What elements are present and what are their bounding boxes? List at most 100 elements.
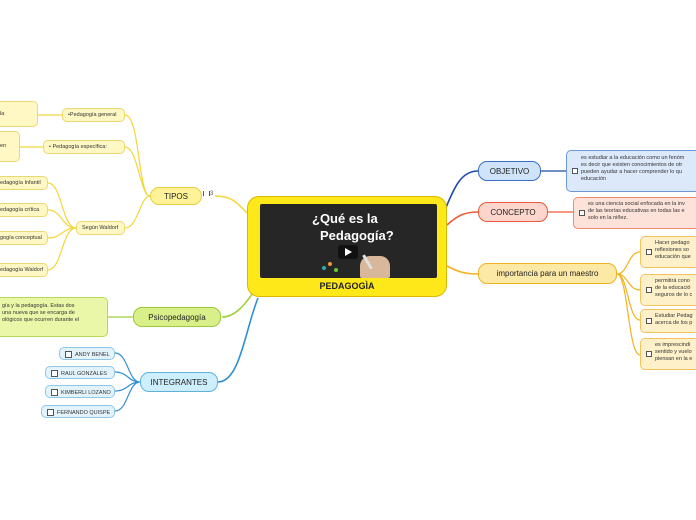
link-central-concepto: [446, 211, 479, 226]
psicopedagogia-text-line: una nueva que se encarga de: [2, 310, 75, 316]
checkbox-icon[interactable]: [47, 409, 54, 416]
concepto-text[interactable]: es una ciencia social enfocada en la inv…: [573, 197, 696, 229]
tipos-collapse-badge[interactable]: 3: [203, 191, 213, 197]
importancia-item-line: sentido y vuelo: [655, 349, 692, 355]
importancia-item-line: seguros de lo c: [655, 292, 693, 298]
concepto-text-line: solo en la niñez.: [588, 215, 628, 221]
waldorf-item-label: edagogía crítica: [0, 207, 40, 213]
objetivo-text-line: pueden ayudar a hacer comprender lo qu: [581, 169, 682, 175]
checkbox-icon[interactable]: [646, 249, 652, 255]
tipos-node[interactable]: TIPOS: [150, 187, 202, 205]
video-thumbnail[interactable]: ¿Qué es la Pedagogía?: [260, 204, 437, 278]
waldorf-item[interactable]: edagogía Infantil: [0, 176, 48, 190]
member-name: ANDY BENEL: [75, 351, 110, 358]
pedagogia-general-node[interactable]: •Pedagogía general: [62, 108, 125, 122]
checkbox-icon[interactable]: [579, 210, 585, 216]
concepto-text-line: es una ciencia social enfocada en la inv: [588, 201, 685, 207]
waldorf-item[interactable]: edagogía crítica: [0, 203, 48, 217]
importancia-item[interactable]: Estudiar Pedag acerca de los p: [640, 309, 696, 333]
objetivo-text-line: es estudiar a la educación como un fenóm: [581, 155, 685, 161]
checkbox-icon[interactable]: [646, 287, 652, 293]
objetivo-text[interactable]: es estudiar a la educación como un fenóm…: [566, 150, 696, 192]
importancia-item-line: educación que: [655, 254, 691, 260]
member-item[interactable]: RAUL GONZALES: [45, 366, 115, 379]
importancia-item-line: es imprescindi: [655, 342, 691, 348]
segun-waldorf-label: Según Waldorf: [82, 225, 119, 231]
central-topic[interactable]: ¿Qué es la Pedagogía? PEDAGOGÌA: [247, 196, 447, 297]
list-icon: [203, 191, 210, 196]
pedagogia-especifica-child[interactable]: en: [0, 131, 20, 162]
doodle-dots-icon: [322, 266, 326, 270]
psicopedagogia-text-line: gía y la pedagogía. Estas dos: [2, 303, 75, 309]
integrantes-label: INTEGRANTES: [150, 377, 208, 387]
pedagogia-general-child-text: la: [0, 110, 5, 117]
waldorf-item[interactable]: edagogía Waldorf: [0, 263, 48, 277]
pedagogia-especifica-child-text: en: [0, 143, 7, 149]
psicopedagogia-node[interactable]: Psicopedagogía: [133, 307, 221, 327]
video-title-line2: Pedagogía?: [320, 228, 394, 243]
importancia-label: importancia para un maestro: [496, 269, 599, 278]
checkbox-icon[interactable]: [646, 351, 652, 357]
objetivo-text-line: educación: [581, 176, 607, 182]
importancia-item-line: Hacer pedago: [655, 240, 690, 246]
objetivo-node[interactable]: OBJETIVO: [478, 161, 541, 181]
checkbox-icon[interactable]: [646, 318, 652, 324]
concepto-text-line: de las teorías educativas en todas las e: [588, 208, 685, 214]
segun-waldorf-node[interactable]: Según Waldorf: [76, 221, 125, 235]
importancia-item-line: piensan en la e: [655, 356, 693, 362]
link-importancia-items: [616, 251, 641, 356]
pedagogia-general-child[interactable]: la: [0, 101, 38, 127]
member-name: FERNANDO QUISPE: [57, 409, 111, 416]
link-central-psico: [221, 289, 256, 318]
member-item[interactable]: KIMBERLI LOZANO: [45, 385, 115, 398]
checkbox-icon[interactable]: [65, 351, 72, 358]
waldorf-item-label: edagogía Waldorf: [0, 267, 44, 273]
member-item[interactable]: ANDY BENEL: [59, 347, 115, 360]
tipos-label: TIPOS: [163, 191, 188, 201]
pedagogia-especifica-label: • Pedagogía específica:: [49, 144, 107, 150]
objetivo-label: OBJETIVO: [489, 166, 530, 176]
importancia-item-line: de la educació: [655, 285, 691, 291]
central-caption: PEDAGOGÌA: [319, 281, 375, 291]
objetivo-text-line: es decir que existen conocimientos de ot…: [581, 162, 683, 168]
member-name: KIMBERLI LOZANO: [61, 389, 111, 396]
play-button[interactable]: [338, 245, 358, 259]
importancia-item[interactable]: Hacer pedago reflexiones so educación qu…: [640, 236, 696, 268]
link-integrantes-members: [114, 352, 141, 412]
link-tipos-especifica: [124, 146, 151, 197]
pedagogia-especifica-node[interactable]: • Pedagogía específica:: [43, 140, 125, 154]
importancia-node[interactable]: importancia para un maestro: [478, 263, 617, 284]
checkbox-icon[interactable]: [51, 389, 58, 396]
concepto-label: CONCEPTO: [490, 207, 536, 217]
importancia-item[interactable]: permitirá cono de la educació seguros de…: [640, 274, 696, 306]
psicopedagogia-label: Psicopedagogía: [148, 312, 206, 322]
importancia-item-line: permitirá cono: [655, 278, 690, 284]
link-tipos-general: [124, 114, 151, 197]
waldorf-item-label: edagogía Infantil: [0, 180, 41, 186]
link-tipos-waldorf: [124, 195, 151, 229]
video-title-line1: ¿Qué es la: [312, 211, 378, 226]
checkbox-icon[interactable]: [572, 168, 578, 174]
link-central-objetivo: [444, 170, 479, 211]
play-icon: [345, 248, 352, 256]
importancia-item-line: reflexiones so: [655, 247, 689, 253]
tipos-badge-count: 3: [210, 191, 214, 198]
importancia-item-line: acerca de los p: [655, 320, 693, 326]
importancia-item-line: Estudiar Pedag: [655, 313, 693, 319]
waldorf-item-label: gogía conceptual: [0, 235, 42, 241]
psicopedagogia-text[interactable]: gía y la pedagogía. Estas dos una nueva …: [0, 297, 108, 337]
integrantes-node[interactable]: INTEGRANTES: [140, 372, 218, 392]
link-central-integrantes: [217, 297, 259, 383]
waldorf-item[interactable]: gogía conceptual: [0, 231, 48, 245]
link-central-importancia: [444, 264, 479, 275]
pedagogia-general-label: •Pedagogía general: [68, 112, 117, 118]
link-central-tipos: [214, 195, 251, 217]
link-waldorf-items: [47, 182, 77, 271]
member-name: RAUL GONZALES: [61, 370, 107, 377]
importancia-item[interactable]: es imprescindi sentido y vuelo piensan e…: [640, 338, 696, 370]
psicopedagogia-text-line: ológicos que ocurren durante el: [2, 317, 80, 323]
concepto-node[interactable]: CONCEPTO: [478, 202, 548, 222]
checkbox-icon[interactable]: [51, 370, 58, 377]
member-item[interactable]: FERNANDO QUISPE: [41, 405, 115, 418]
